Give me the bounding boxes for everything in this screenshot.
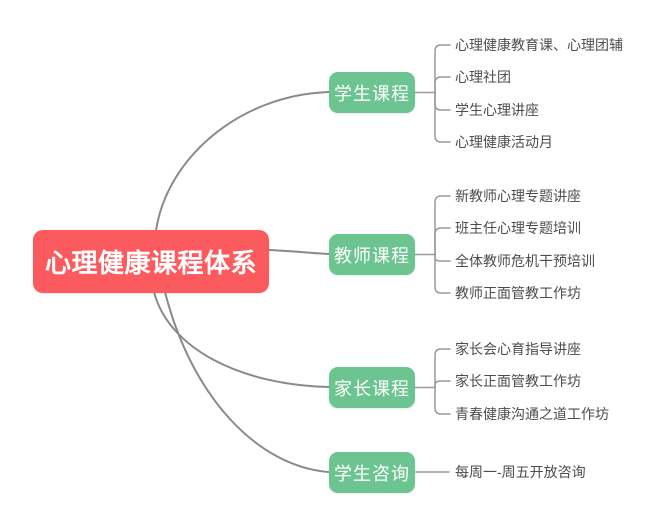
leaf-item[interactable]: 青春健康沟通之道工作坊	[455, 406, 609, 422]
leaf-item[interactable]: 家长会心育指导讲座	[455, 341, 581, 357]
leaf-connector	[434, 76, 451, 94]
root-node[interactable]: 心理健康课程体系	[33, 230, 269, 293]
leaf-item[interactable]: 每周一-周五开放咨询	[455, 464, 586, 480]
branch-parent-courses[interactable]: 家长课程	[329, 367, 415, 408]
leaf-item[interactable]: 教师正面管教工作坊	[455, 285, 581, 301]
branch-student-courses[interactable]: 学生课程	[329, 72, 415, 113]
leaf-connector	[434, 195, 451, 256]
root-branch-curve	[268, 249, 330, 255]
leaf-connector	[434, 91, 451, 143]
leaf-connector	[434, 44, 451, 94]
branch-student-counseling[interactable]: 学生咨询	[329, 452, 415, 493]
leaf-connector	[434, 348, 451, 389]
leaf-item[interactable]: 新教师心理专题讲座	[455, 188, 581, 204]
root-branch-curve	[155, 91, 330, 232]
leaf-connector	[434, 91, 451, 111]
leaf-item[interactable]: 心理健康活动月	[455, 134, 553, 150]
leaf-item[interactable]: 家长正面管教工作坊	[455, 373, 581, 389]
leaf-connector	[434, 386, 451, 415]
leaf-connector	[434, 253, 451, 262]
leaf-item[interactable]: 班主任心理专题培训	[455, 220, 581, 236]
leaf-item[interactable]: 学生心理讲座	[455, 102, 539, 118]
branch-teacher-courses[interactable]: 教师课程	[329, 234, 415, 275]
leaf-item[interactable]: 心理社团	[455, 69, 511, 85]
leaf-item[interactable]: 全体教师危机干预培训	[455, 253, 595, 269]
leaf-connector	[434, 253, 451, 294]
leaf-connector	[434, 227, 451, 256]
root-branch-curve	[164, 291, 329, 473]
leaf-item[interactable]: 心理健康教育课、心理团辅	[455, 37, 623, 53]
root-branch-curve	[153, 291, 330, 388]
leaf-connector	[434, 380, 451, 389]
